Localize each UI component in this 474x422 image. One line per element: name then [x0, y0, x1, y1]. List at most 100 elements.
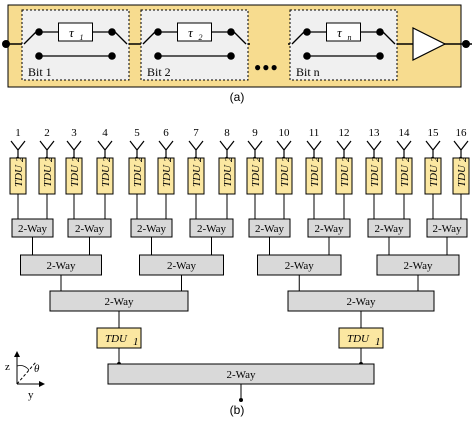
- tau-subscript: n: [348, 33, 352, 42]
- tdu2-subscript: 2: [457, 156, 469, 162]
- antenna-icon: [396, 140, 412, 158]
- tdu2-label: TDU: [428, 164, 440, 187]
- tdu2-label: TDU: [161, 164, 173, 187]
- tdu2-subscript: 2: [370, 156, 382, 162]
- tdu2-subscript: 2: [70, 156, 82, 162]
- axis-theta-label: θ: [34, 363, 40, 375]
- tdu2-subscript: 2: [340, 156, 352, 162]
- two-way-splitter: 2-Way: [257, 254, 342, 276]
- splitter-label: 2-Way: [314, 223, 344, 235]
- axis-y-label: y: [28, 389, 34, 401]
- tdu2-subscript: 2: [192, 156, 204, 162]
- switch-blade: [142, 31, 156, 45]
- tdu2-label: TDU: [13, 164, 25, 187]
- antenna-number: 12: [339, 127, 350, 139]
- bit-label: Bit 2: [147, 65, 171, 79]
- tdu2-label: TDU: [399, 164, 411, 187]
- splitter-label: 2-Way: [374, 223, 404, 235]
- bit-label: Bit n: [296, 65, 320, 79]
- antenna-number: 9: [252, 127, 258, 139]
- switch-node: [154, 52, 162, 60]
- tdu2-label: TDU: [309, 164, 321, 187]
- antenna-number: 2: [44, 127, 50, 139]
- tdu2-label: TDU: [69, 164, 81, 187]
- switch-node: [376, 28, 384, 36]
- splitter-label: 2-Way: [255, 223, 285, 235]
- amplifier-icon: [412, 27, 447, 61]
- switch-blade: [114, 31, 128, 45]
- antenna-icon: [366, 140, 382, 158]
- tdu2-subscript: 2: [101, 156, 113, 162]
- switch-blade: [23, 31, 37, 45]
- antenna-icon: [39, 140, 55, 158]
- antenna-icon: [97, 140, 113, 158]
- switch-node: [108, 52, 116, 60]
- antenna-number: 10: [279, 127, 291, 139]
- splitter-label: 2-Way: [137, 223, 167, 235]
- antenna-number: 13: [369, 127, 381, 139]
- switch-blade: [382, 31, 396, 45]
- antenna-number: 3: [71, 127, 77, 139]
- antenna-icon: [453, 140, 469, 158]
- caption-a: (a): [230, 90, 245, 104]
- two-way-splitter: 2-Way: [139, 254, 224, 276]
- antenna-icon: [247, 140, 263, 158]
- tdu2-label: TDU: [191, 164, 203, 187]
- two-way-splitter: 2-Way: [11, 218, 54, 238]
- axis-z-label: z: [5, 361, 10, 373]
- two-way-splitter: 2-Way: [67, 218, 112, 238]
- two-way-splitter: 2-Way: [130, 218, 173, 238]
- switch-node: [376, 52, 384, 60]
- tdu1-subscript: 1: [133, 336, 139, 348]
- antenna-icon: [336, 140, 352, 158]
- tdu2-label: TDU: [369, 164, 381, 187]
- antenna-number: 7: [193, 127, 199, 139]
- antenna-icon: [188, 140, 204, 158]
- splitter-label: 2-Way: [403, 260, 433, 272]
- delay-element-box: [58, 22, 93, 42]
- splitter-label: 2-Way: [432, 223, 462, 235]
- coordinate-axes: z y θ: [5, 351, 45, 401]
- bit-stage-box: [21, 9, 130, 81]
- two-way-splitter: 2-Way: [49, 290, 189, 312]
- two-way-splitter: 2-Way: [189, 218, 234, 238]
- output-node: [462, 40, 470, 48]
- antenna-number: 14: [399, 127, 411, 139]
- tdu2-subscript: 2: [162, 156, 174, 162]
- junction-dot: [239, 398, 243, 402]
- splitter-label: 2-Way: [18, 223, 48, 235]
- tdu2-subscript: 2: [400, 156, 412, 162]
- tdu2-label: TDU: [100, 164, 112, 187]
- tdu2-label: TDU: [339, 164, 351, 187]
- two-way-splitter: 2-Way: [307, 218, 351, 238]
- switch-node: [35, 28, 43, 36]
- switch-node: [303, 52, 311, 60]
- splitter-label: 2-Way: [197, 223, 227, 235]
- two-way-splitter: 2-Way: [248, 218, 291, 238]
- tdu2-subscript: 2: [133, 156, 145, 162]
- tdu2-subscript: 2: [43, 156, 55, 162]
- bit-stage-box: [140, 9, 249, 81]
- tau-label: τ: [337, 25, 343, 40]
- splitter-label: 2-Way: [167, 260, 197, 272]
- splitter-label: 2-Way: [104, 296, 134, 308]
- switch-node: [35, 52, 43, 60]
- tdu2-subscript: 2: [251, 156, 263, 162]
- bit-label: Bit 1: [28, 65, 52, 79]
- antenna-icon: [10, 140, 26, 158]
